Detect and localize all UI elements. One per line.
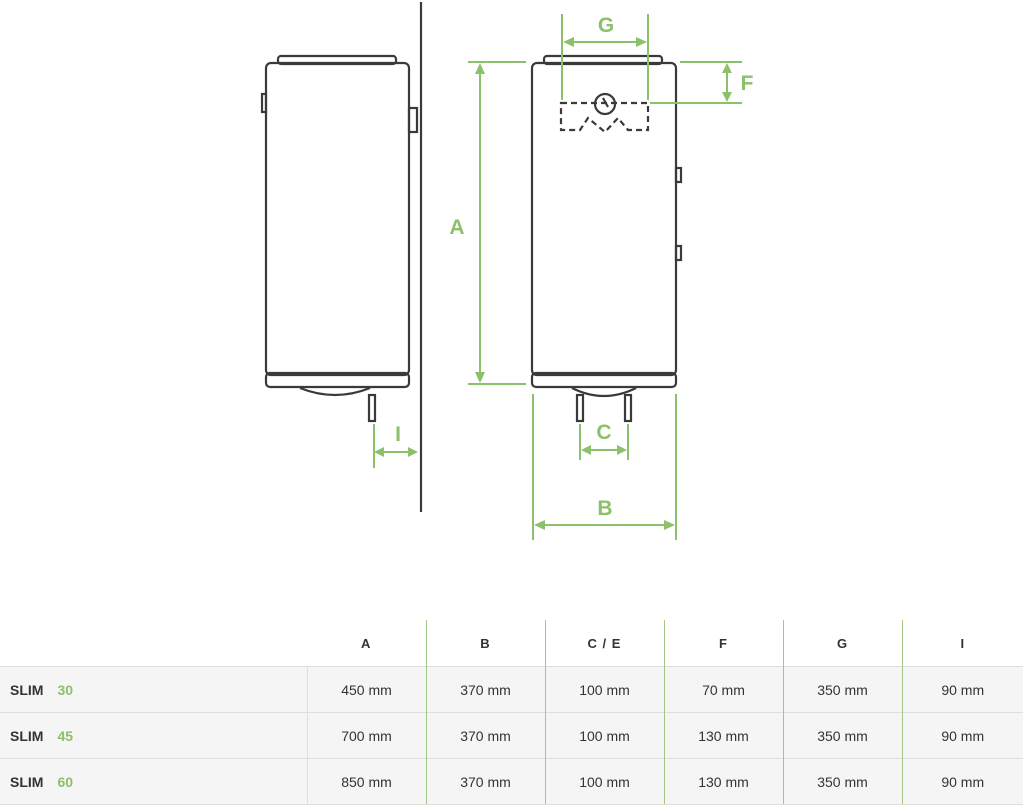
- label-b: B: [597, 497, 612, 520]
- front-bottom-cap: [530, 371, 678, 389]
- label-f: F: [741, 72, 754, 95]
- table-header-row: A B C / E F G I: [0, 620, 1023, 667]
- value-a: 850 mm: [306, 758, 426, 805]
- side-view: [260, 2, 423, 512]
- value-c-e: 100 mm: [544, 758, 664, 805]
- model-size: 45: [57, 727, 74, 744]
- header-i: I: [901, 620, 1023, 667]
- label-a: A: [449, 216, 464, 239]
- value-c-e: 100 mm: [544, 666, 664, 713]
- side-pipe: [367, 393, 377, 423]
- side-left-knob: [260, 92, 268, 114]
- model-name: SLIM: [10, 681, 44, 698]
- mounting-bracket: [559, 101, 650, 134]
- front-side-knob-lower: [674, 244, 683, 262]
- header-a: A: [361, 635, 372, 651]
- value-b: 370 mm: [425, 666, 545, 713]
- value-c-e: 100 mm: [544, 712, 664, 759]
- dimension-g: G: [561, 14, 649, 100]
- model-name: SLIM: [10, 727, 44, 744]
- header-g: G: [782, 620, 902, 667]
- dimension-c: C: [579, 421, 629, 460]
- front-tank-body: [530, 61, 678, 377]
- table-row: SLIM 45 700 mm 370 mm 100 mm 130 mm 350 m…: [0, 712, 1023, 759]
- header-b: B: [425, 620, 545, 667]
- value-a: 700 mm: [306, 712, 426, 759]
- value-b: 370 mm: [425, 758, 545, 805]
- dimension-f: F: [650, 61, 754, 104]
- side-tank-body: [264, 61, 411, 377]
- header-model: [0, 620, 307, 667]
- front-bottom-dome: [571, 387, 637, 398]
- model-cell: SLIM 60: [0, 758, 307, 805]
- thermostat-dial-needle: [602, 97, 609, 108]
- model-cell: SLIM 45: [0, 712, 307, 759]
- label-c: C: [596, 421, 611, 444]
- dimension-diagram: I A G F: [260, 2, 754, 540]
- front-pipe-right: [623, 393, 633, 423]
- side-bottom-dome: [299, 386, 371, 397]
- front-view: [530, 54, 683, 423]
- side-bottom-cap: [264, 371, 411, 389]
- model-cell: SLIM 30: [0, 666, 307, 713]
- front-pipe-left: [575, 393, 585, 423]
- label-g: G: [598, 14, 614, 37]
- dimension-a: A: [449, 61, 526, 385]
- table-row: SLIM 30 450 mm 370 mm 100 mm 70 mm 350 mm…: [0, 666, 1023, 713]
- front-side-knob-upper: [674, 166, 683, 184]
- value-b: 370 mm: [425, 712, 545, 759]
- model-size: 30: [57, 681, 74, 698]
- value-g: 350 mm: [782, 666, 902, 713]
- model-size: 60: [57, 773, 74, 790]
- value-f: 130 mm: [663, 712, 783, 759]
- header-f: F: [663, 620, 783, 667]
- spec-table: A B C / E F G I SLIM 30 450 mm 370 mm 100…: [0, 620, 1023, 805]
- header-c-e: C / E: [544, 620, 664, 667]
- value-f: 130 mm: [663, 758, 783, 805]
- value-i: 90 mm: [901, 712, 1023, 759]
- label-i: I: [395, 423, 401, 446]
- value-g: 350 mm: [782, 712, 902, 759]
- model-name: SLIM: [10, 773, 44, 790]
- table-row: SLIM 60 850 mm 370 mm 100 mm 130 mm 350 m…: [0, 758, 1023, 805]
- value-i: 90 mm: [901, 666, 1023, 713]
- dimension-b: B: [532, 394, 677, 540]
- thermostat-dial-icon: [593, 92, 617, 116]
- value-i: 90 mm: [901, 758, 1023, 805]
- value-g: 350 mm: [782, 758, 902, 805]
- side-wall-bracket: [407, 106, 419, 134]
- dimension-i: I: [373, 423, 418, 468]
- value-f: 70 mm: [663, 666, 783, 713]
- value-a: 450 mm: [306, 666, 426, 713]
